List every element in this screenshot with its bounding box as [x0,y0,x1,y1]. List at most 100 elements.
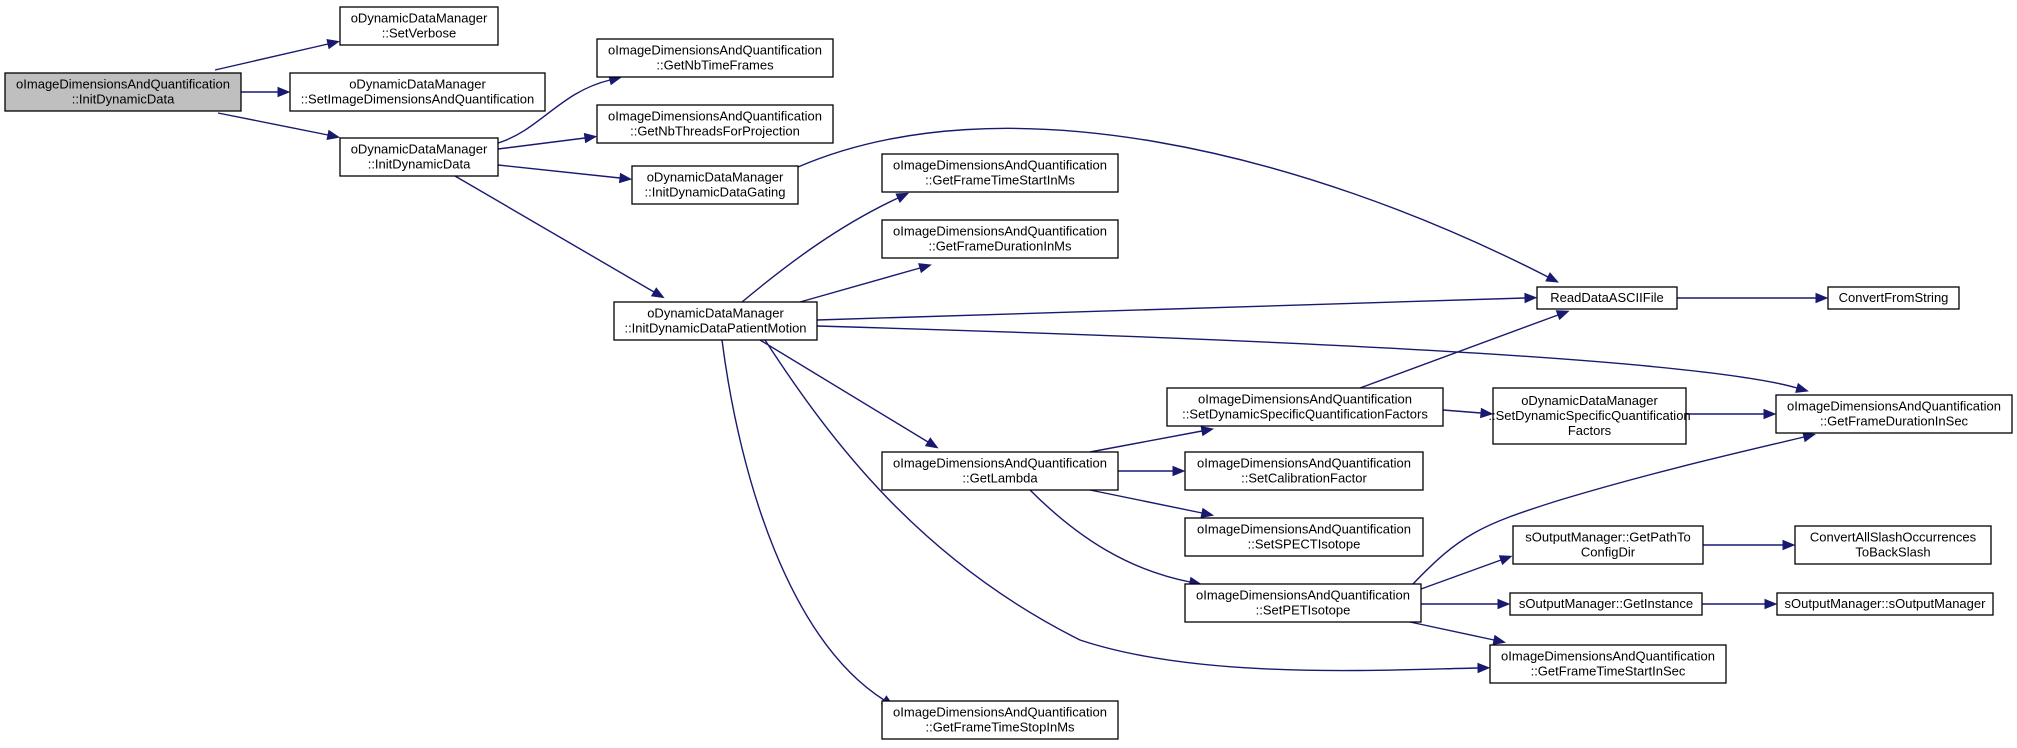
node-getnbtimeframes[interactable]: oImageDimensionsAndQuantification::GetNb… [596,38,834,78]
node-label-line: ::SetVerbose [382,26,456,41]
node-box [1184,517,1424,557]
node-label-line: ::GetFrameTimeStopInMs [925,720,1075,735]
node-setimgdims[interactable]: oDynamicDataManager::SetImageDimensionsA… [289,72,546,112]
node-label-line: sOutputManager::GetInstance [1519,596,1693,611]
node-getframedurms[interactable]: oImageDimensionsAndQuantification::GetFr… [881,219,1119,259]
node-setverbose[interactable]: oDynamicDataManager::SetVerbose [339,6,499,46]
edge-getlambda-to-setspect [1089,489,1215,519]
node-box [881,700,1119,740]
edge-getpathto-to-convertslash [1703,539,1796,551]
edge-line [816,325,1798,389]
edge-line [759,339,929,443]
node-box [613,301,818,341]
node-setspect[interactable]: oImageDimensionsAndQuantification::SetSP… [1184,517,1424,557]
node-label-line: ConvertAllSlashOccurrences [1810,530,1977,545]
node-box [1184,583,1422,623]
node-box [339,6,499,46]
node-setpet[interactable]: oImageDimensionsAndQuantification::SetPE… [1184,583,1422,623]
node-soutputmanager[interactable]: sOutputManager::sOutputManager [1776,592,1994,616]
node-initgating[interactable]: oDynamicDataManager::InitDynamicDataGati… [631,165,799,205]
node-label-line: ::GetFrameTimeStartInMs [925,173,1075,188]
edge-arrowhead [1200,507,1215,519]
node-box [1489,644,1727,684]
edge-line [1089,430,1203,453]
node-setdynfactors_idq[interactable]: oImageDimensionsAndQuantification::SetDy… [1166,387,1444,427]
edge-line [497,164,621,179]
node-ddm_init[interactable]: oDynamicDataManager::InitDynamicData [339,137,499,177]
node-getframedursec[interactable]: oImageDimensionsAndQuantification::GetFr… [1775,394,2013,434]
edge-line [1359,314,1559,389]
edge-line [1029,489,1191,583]
node-getframetimestartsec[interactable]: oImageDimensionsAndQuantification::GetFr… [1489,644,1727,684]
node-box [596,104,834,144]
edge-arrowhead [1480,407,1494,419]
edge-line [816,297,1526,321]
edge-arrowhead [1555,310,1570,321]
node-box [1776,592,1994,616]
edge-line [497,137,586,150]
node-label-line: oImageDimensionsAndQuantification [893,705,1107,720]
node-box [881,153,1119,193]
edge-line [764,339,1479,672]
node-initmotion[interactable]: oDynamicDataManager::InitDynamicDataPati… [613,301,818,341]
node-label-line: ConvertFromString [1839,290,1949,305]
node-label-line: ConfigDir [1581,545,1636,560]
node-setcalib[interactable]: oImageDimensionsAndQuantification::SetCa… [1184,451,1424,491]
node-label-line: oImageDimensionsAndQuantification [893,158,1107,173]
node-getframetimestartms[interactable]: oImageDimensionsAndQuantification::GetFr… [881,153,1119,193]
node-getlambda[interactable]: oImageDimensionsAndQuantification::GetLa… [881,451,1119,491]
edge-arrowhead [618,172,633,184]
node-label-line: oImageDimensionsAndQuantification [893,224,1107,239]
edge-line [1442,409,1482,414]
node-readascii[interactable]: ReadDataASCIIFile [1536,286,1678,310]
node-label-line: oImageDimensionsAndQuantification [1787,399,2001,414]
node-convertfromstring[interactable]: ConvertFromString [1827,286,1960,310]
node-label-line: ::GetFrameTimeStartInSec [1531,664,1686,679]
edge-arrowhead [277,86,291,98]
node-box [881,219,1119,259]
node-label-line: ::GetNbThreadsForProjection [630,124,800,139]
node-label-line: ::SetPETIsotope [1256,603,1351,618]
node-label-line: ToBackSlash [1855,545,1930,560]
edge-line [1420,559,1502,590]
edge-arrowhead [1802,431,1816,443]
edge-setdynfactors_ddm-to-getframedursec [1686,408,1777,420]
edge-line [497,79,611,144]
node-getframetimestopms[interactable]: oImageDimensionsAndQuantification::GetFr… [881,700,1119,740]
edge-arrowhead [924,437,939,449]
edge-line [741,197,899,303]
edge-arrowhead [918,263,932,274]
node-box [1492,387,1687,445]
node-box [1775,394,2013,434]
node-label-line: sOutputManager::sOutputManager [1785,596,1987,611]
edge-initmotion-to-getframedursec [816,325,1809,393]
edge-initmotion-to-getframetimestopms [721,339,895,707]
edge-arrowhead [1172,465,1186,477]
edge-getlambda-to-setdynfactors_idq [1089,425,1215,453]
node-getnbthreads[interactable]: oImageDimensionsAndQuantification::GetNb… [596,104,834,144]
edge-line [721,339,885,701]
edge-arrowhead [1498,555,1513,566]
node-box [4,72,242,112]
node-label-line: oImageDimensionsAndQuantification [1501,649,1715,664]
node-setdynfactors_ddm[interactable]: oDynamicDataManager::SetDynamicSpecificQ… [1488,387,1691,445]
edge-ddm_init-to-initgating [497,164,633,184]
node-root[interactable]: oImageDimensionsAndQuantification::InitD… [4,72,242,112]
edges-layer [214,38,1829,707]
edge-root-to-setimgdims [241,86,291,98]
edge-initmotion-to-getframedurms [799,263,932,303]
node-getinstance[interactable]: sOutputManager::GetInstance [1509,592,1703,616]
edge-setpet-to-getframedursec [1412,431,1816,585]
node-box [1184,451,1424,491]
edge-readascii-to-convertfromstring [1677,292,1829,304]
edge-initmotion-to-readascii [816,292,1538,321]
node-label-line: oImageDimensionsAndQuantification [1197,456,1411,471]
node-label-line: oImageDimensionsAndQuantification [1196,588,1410,603]
node-label-line: oImageDimensionsAndQuantification [1198,392,1412,407]
node-label-line: ::GetFrameDurationInSec [1820,414,1969,429]
edge-arrowhead [326,38,340,50]
node-box [1536,286,1678,310]
